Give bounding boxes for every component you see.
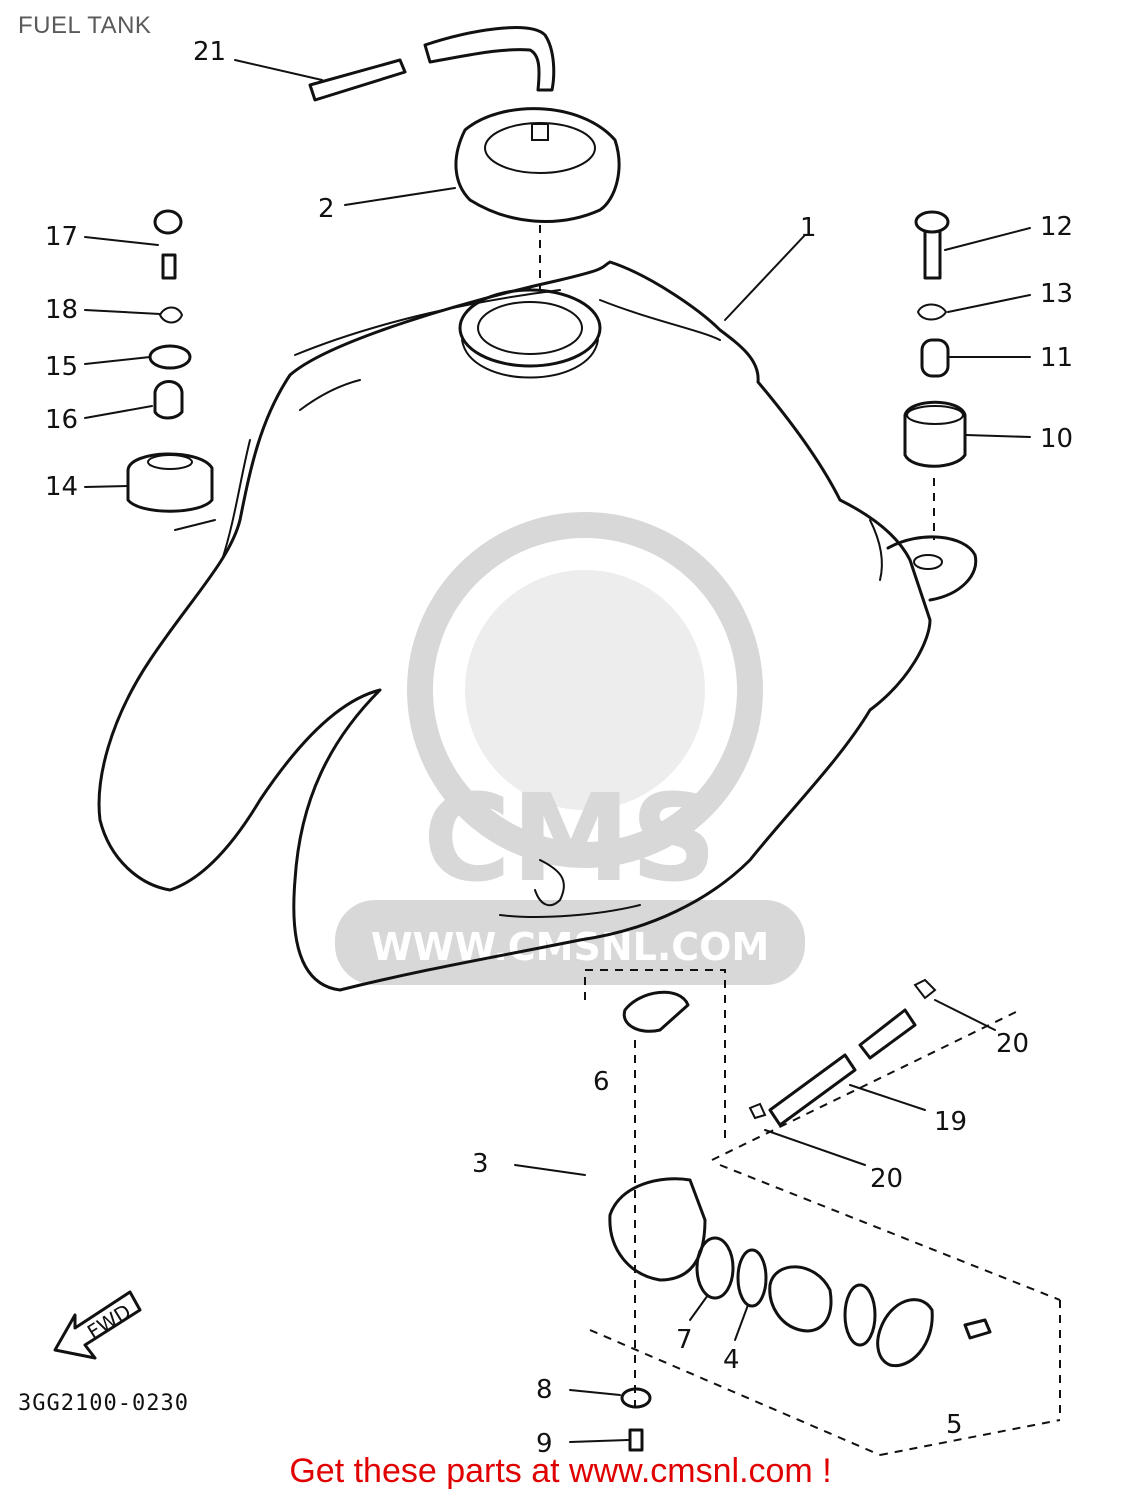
part-label: 18: [45, 295, 78, 325]
part-label: 15: [45, 352, 78, 382]
part-label: 16: [45, 405, 78, 435]
part-label: 4: [723, 1345, 740, 1375]
part-label: 10: [1040, 424, 1073, 454]
part-number-labels: 21 2 1 17 18 15 16 14 12 13 11 10 6 3 7 …: [45, 37, 1073, 1459]
part-label: 7: [676, 1325, 693, 1355]
watermark-url: WWW.CMSNL.COM: [371, 925, 770, 969]
part-label: 3: [472, 1149, 489, 1179]
part-label: 9: [536, 1429, 553, 1459]
part-label: 13: [1040, 279, 1073, 309]
footer-parts-link[interactable]: Get these parts at www.cmsnl.com !: [289, 1452, 832, 1490]
part-label: 11: [1040, 343, 1073, 373]
part-label: 2: [318, 194, 335, 224]
part-label: 17: [45, 222, 78, 252]
right-mount-parts: [903, 210, 967, 540]
part-label: 5: [946, 1410, 963, 1440]
left-mount-parts: [126, 209, 216, 531]
part-label: 20: [996, 1029, 1029, 1059]
part-label: 12: [1040, 212, 1073, 242]
part-label: 8: [536, 1375, 553, 1405]
part-label: 19: [934, 1107, 967, 1137]
part-label: 21: [193, 37, 226, 67]
part-label: 1: [800, 213, 817, 243]
part-label: 14: [45, 472, 78, 502]
forward-arrow-icon: FWD: [53, 1290, 142, 1360]
fuel-tank: [97, 260, 978, 992]
breather-hose: [308, 26, 556, 102]
leader-lines: [84, 59, 1031, 1443]
fuel-cock-assembly: [584, 969, 1061, 1456]
fuel-cap: [454, 107, 621, 290]
part-label: 6: [593, 1067, 610, 1097]
watermark-brand: CMS: [423, 770, 717, 909]
drawing-code: 3GG2100-0230: [18, 1391, 189, 1416]
part-label: 20: [870, 1164, 903, 1194]
page-title: FUEL TANK: [18, 12, 152, 39]
